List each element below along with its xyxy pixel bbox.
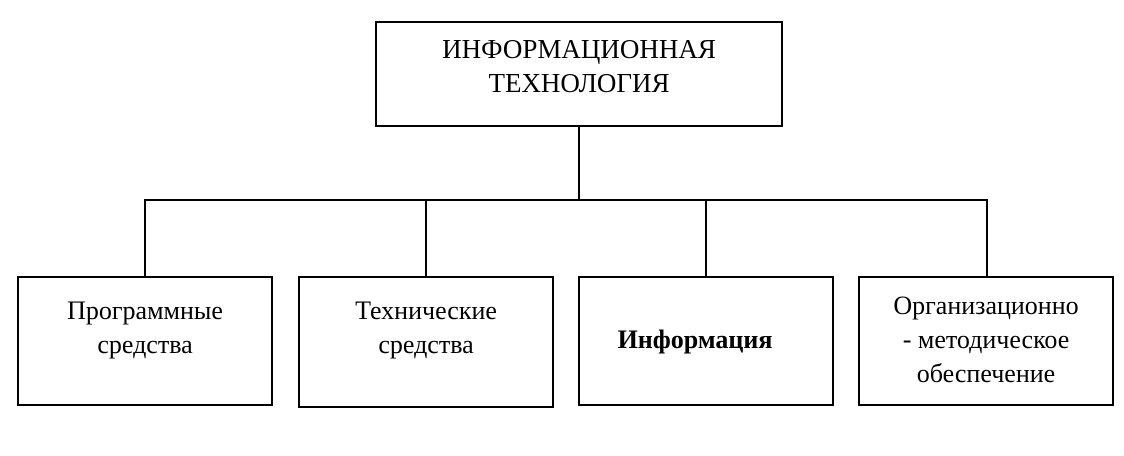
- node-hardware: Технические средства: [298, 276, 554, 408]
- branch-line-software: [144, 199, 146, 277]
- branch-line-org: [986, 199, 988, 277]
- branch-line-info: [705, 199, 707, 277]
- horizontal-bus-line: [144, 199, 988, 201]
- root-node: ИНФОРМАЦИОННАЯ ТЕХНОЛОГИЯ: [375, 21, 783, 127]
- node-information-label: Информация: [617, 325, 773, 355]
- node-software-label: Программные средства: [67, 296, 223, 359]
- node-information: Информация: [578, 276, 834, 406]
- node-organizational: Организационно - методическое обеспечени…: [858, 276, 1114, 406]
- node-hardware-label: Технические средства: [355, 296, 497, 359]
- node-organizational-label: Организационно - методическое обеспечени…: [893, 291, 1079, 388]
- branch-line-hardware: [425, 199, 427, 277]
- root-node-label: ИНФОРМАЦИОННАЯ ТЕХНОЛОГИЯ: [442, 34, 716, 98]
- root-stem-line: [578, 123, 580, 201]
- node-software: Программные средства: [17, 276, 273, 406]
